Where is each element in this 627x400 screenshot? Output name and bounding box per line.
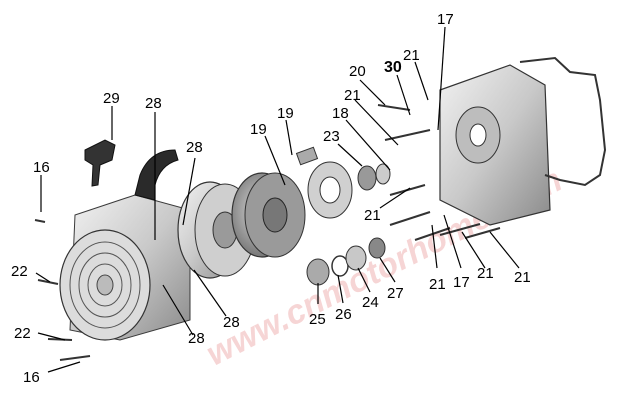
callout-labels: 16 22 22 16 29 28 28 28 28 19 19 18 23 2…	[11, 11, 531, 386]
starter-gear-set	[306, 237, 386, 286]
bracket-part	[84, 139, 116, 187]
callout-22-bottom: 22	[14, 325, 31, 342]
callout-23: 23	[323, 128, 340, 145]
callout-16-bottom: 16	[23, 369, 40, 386]
callout-21-bottom-2: 21	[477, 265, 494, 282]
callout-28-right: 28	[223, 314, 240, 331]
callout-30: 30	[384, 59, 402, 76]
callout-18: 18	[332, 105, 349, 122]
flywheel-rotor	[231, 172, 306, 258]
callout-20: 20	[349, 63, 366, 80]
callout-25: 25	[309, 311, 326, 328]
fan-shroud	[59, 194, 191, 341]
callout-29: 29	[103, 90, 120, 107]
callout-21-bottom-1: 21	[429, 276, 446, 293]
callout-17-top: 17	[437, 11, 454, 28]
intake-duct	[134, 149, 179, 201]
leader-lines	[35, 26, 520, 373]
callout-19-right: 19	[277, 105, 294, 122]
oil-seal	[357, 165, 377, 191]
cover-gasket	[519, 56, 607, 187]
crankcase-cover	[439, 64, 551, 226]
callout-28-top: 28	[145, 95, 162, 112]
callout-28-mid: 28	[186, 139, 203, 156]
callout-19-left: 19	[250, 121, 267, 138]
callout-24: 24	[362, 294, 379, 311]
callout-27: 27	[387, 285, 404, 302]
stator	[307, 161, 353, 219]
pickup-coil	[295, 146, 319, 166]
callout-22-top: 22	[11, 263, 28, 280]
callout-28-bottom: 28	[188, 330, 205, 347]
callout-16-top: 16	[33, 159, 50, 176]
callout-21-mid: 21	[344, 87, 361, 104]
o-ring	[375, 163, 391, 185]
callout-26: 26	[335, 306, 352, 323]
callout-21-top: 21	[403, 47, 420, 64]
callout-21-lower: 21	[364, 207, 381, 224]
callout-17-bottom: 17	[453, 274, 470, 291]
callout-21-bottom-3: 21	[514, 269, 531, 286]
